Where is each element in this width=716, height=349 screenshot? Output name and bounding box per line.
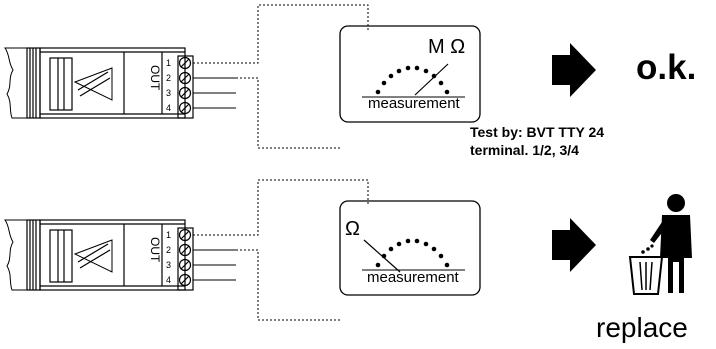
arrow-right-icon xyxy=(552,43,596,97)
meter-caption: measurement xyxy=(368,95,460,112)
meter-caption: measurement xyxy=(367,269,459,286)
terminal-number: 3 xyxy=(166,260,172,270)
ohmmeter-icon xyxy=(339,25,481,123)
meter-unit-label: Ω xyxy=(345,218,360,240)
terminal-number: 3 xyxy=(166,88,172,98)
terminal-block-top xyxy=(178,56,192,115)
result-ok-label: o.k. xyxy=(636,48,697,87)
wires-bottom xyxy=(193,179,369,321)
terminal-number: 1 xyxy=(166,58,172,68)
terminal-number: 4 xyxy=(166,275,172,285)
arrow-right-icon xyxy=(552,218,596,272)
meter-unit-label: M Ω xyxy=(428,36,466,58)
terminal-number: 1 xyxy=(166,230,172,240)
module-bottom xyxy=(4,219,194,291)
trash-person-icon xyxy=(628,194,692,295)
ohmmeter-icon xyxy=(339,200,481,296)
terminal-number: 4 xyxy=(166,103,172,113)
replace-label: replace xyxy=(596,312,688,343)
wires-top xyxy=(193,4,369,149)
terminal-number: 2 xyxy=(166,245,172,255)
module-top xyxy=(4,47,194,119)
terminal-block-bottom xyxy=(178,228,192,287)
terminal-number: 2 xyxy=(166,73,172,83)
module-out-label: OUT xyxy=(148,65,162,91)
test-instruction-line: terminal. 1/2, 3/4 xyxy=(470,142,579,158)
module-out-label: OUT xyxy=(148,237,162,263)
test-instruction-line: Test by: BVT TTY 24 xyxy=(470,124,605,140)
